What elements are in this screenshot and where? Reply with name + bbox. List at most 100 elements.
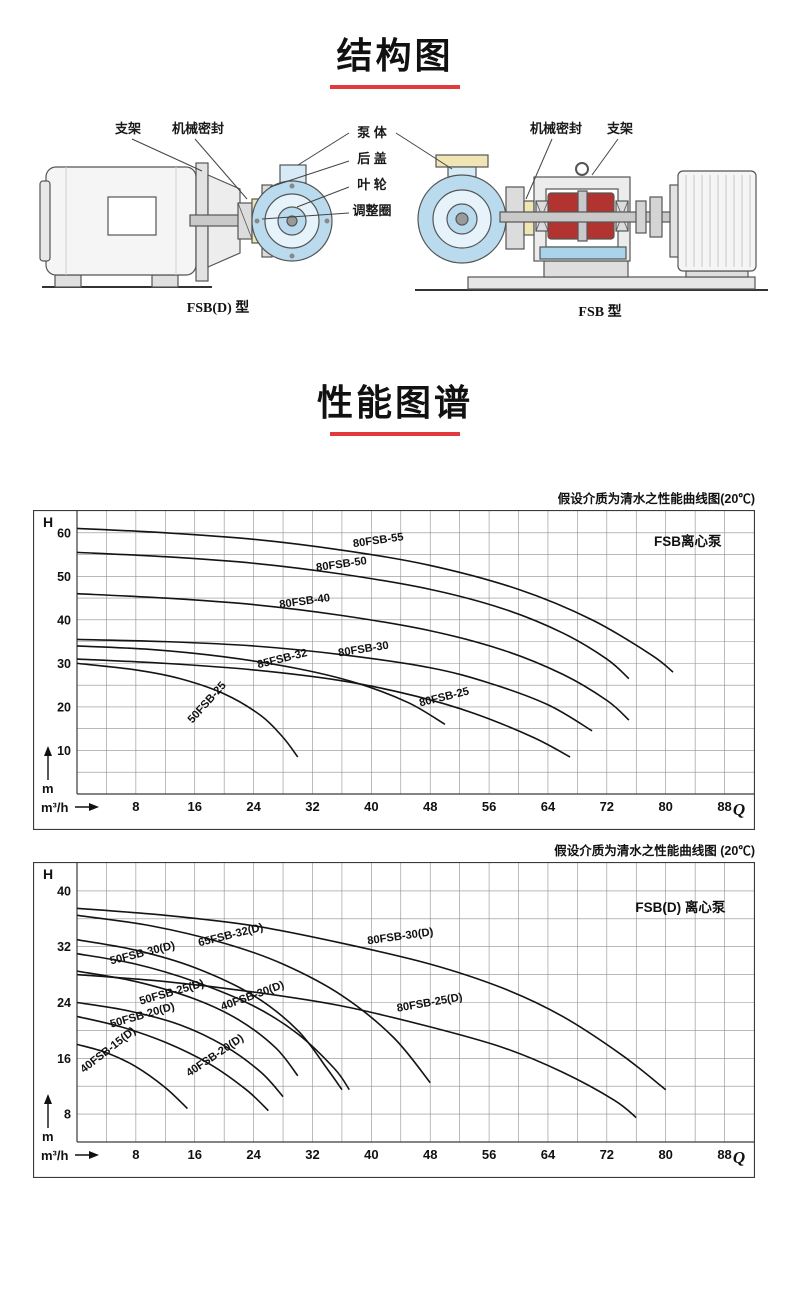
- x-tick-label: 72: [600, 799, 614, 814]
- pump-structure-diagram-area: 支架 机械密封 泵 体 后 盖 叶 轮 调整圈 机械密封 支架 FSB(D) 型…: [0, 109, 790, 347]
- flow-symbol: Q: [733, 800, 745, 819]
- x-tick-label: 64: [541, 799, 556, 814]
- curve-label-80FSB-30: 80FSB-30: [337, 640, 389, 660]
- pump-curve-80FSB-55: [76, 527, 674, 674]
- curve-label-40FSB-30(D): 40FSB-30(D): [219, 979, 286, 1013]
- pump-curve-80FSB-50: [76, 551, 630, 680]
- bracket-right-label: 支架: [606, 121, 633, 136]
- x-tick-label: 56: [482, 799, 496, 814]
- fsbd-performance-curves-chart: 8 16 24 32 40 8 16 24 32 40 48 56 64 72 80 88 Hm m³/h Q FSB…: [33, 862, 755, 1179]
- chart-title-fsbd: 假设介质为清水之性能曲线图 (20℃): [554, 844, 755, 859]
- performance-section-title: 性能图谱: [316, 382, 473, 424]
- x-tick-label: 48: [423, 1147, 437, 1162]
- pump-curve-40FSB-20(D): [76, 1016, 269, 1112]
- x-tick-label: 16: [188, 1147, 202, 1162]
- red-underline-decoration: [330, 85, 460, 90]
- y-axis-unit: m: [42, 1129, 54, 1144]
- fsbd-caption: FSB(D) 型: [187, 299, 250, 316]
- x-axis-unit: m³/h: [41, 800, 69, 815]
- x-axis-arrowhead: [89, 1151, 99, 1160]
- curve-label-85FSB-32: 85FSB-32: [256, 648, 308, 672]
- red-underline-decoration: [330, 432, 460, 437]
- pump-curve-80FSB-25: [76, 658, 571, 759]
- chart-legend: FSB(D) 离心泵: [635, 899, 725, 915]
- x-tick-label: 88: [717, 1147, 731, 1162]
- y-tick-label: 32: [57, 941, 71, 955]
- pump-curve-80FSB-30: [76, 639, 593, 732]
- y-tick-label: 8: [64, 1108, 71, 1122]
- y-axis-arrowhead: [44, 746, 52, 757]
- curve-label-40FSB-15(D): 40FSB-15(D): [78, 1025, 138, 1076]
- x-tick-label: 56: [482, 1147, 496, 1162]
- chart-frame: [33, 862, 755, 1179]
- x-tick-label: 16: [188, 799, 202, 814]
- x-tick-label: 24: [246, 1147, 261, 1162]
- y-tick-label: 30: [57, 657, 71, 671]
- pump-curve-40FSB-30(D): [76, 953, 350, 1091]
- y-tick-label: 20: [57, 701, 71, 715]
- leader-lines: [131, 132, 619, 220]
- x-tick-label: 8: [132, 1147, 139, 1162]
- x-axis-unit: m³/h: [41, 1148, 69, 1163]
- curve-label-80FSB-40: 80FSB-40: [279, 593, 331, 612]
- impeller-label: 叶 轮: [357, 177, 387, 192]
- y-axis-arrowhead: [44, 1094, 52, 1105]
- seal-left-label: 机械密封: [172, 121, 224, 136]
- chart-frame: [33, 510, 755, 831]
- curve-label-80FSB-50: 80FSB-50: [315, 556, 367, 575]
- x-tick-label: 80: [658, 799, 672, 814]
- pump-curve-40FSB-15(D): [76, 1043, 188, 1110]
- y-axis-title: H: [43, 514, 53, 530]
- rear-cover-label: 后 盖: [357, 151, 387, 166]
- y-axis-title: H: [43, 866, 53, 882]
- pump-curve-80FSB-30(D): [76, 907, 667, 1091]
- pump-curve-65FSB-32(D): [76, 914, 431, 1084]
- y-tick-label: 10: [57, 744, 71, 758]
- seal-right-label: 机械密封: [530, 121, 582, 136]
- chart-title-fsb: 假设介质为清水之性能曲线图(20℃): [557, 492, 755, 507]
- x-tick-label: 8: [132, 799, 139, 814]
- x-tick-label: 40: [364, 1147, 378, 1162]
- adjust-ring-label: 调整圈: [352, 203, 391, 218]
- pump-curve-50FSB-25: [76, 662, 299, 758]
- pump-curve-50FSB-25(D): [76, 970, 299, 1077]
- y-tick-label: 24: [57, 996, 71, 1010]
- y-tick-label: 40: [57, 885, 71, 899]
- curve-label-80FSB-55: 80FSB-55: [352, 532, 404, 551]
- x-tick-label: 24: [246, 799, 261, 814]
- performance-chart-fsbd: 假设介质为清水之性能曲线图 (20℃) 8 16 24 32 40 8 16 24 32 40 48…: [33, 840, 757, 1179]
- bracket-left-label: 支架: [114, 121, 141, 136]
- fsb-pump-drawing: [415, 154, 768, 292]
- x-tick-label: 80: [658, 1147, 672, 1162]
- pump-curve-85FSB-32: [76, 645, 446, 726]
- part-labels: 支架 机械密封 泵 体 后 盖 叶 轮 调整圈 机械密封 支架: [114, 121, 633, 218]
- pump-structure-diagram: 支架 机械密封 泵 体 后 盖 叶 轮 调整圈 机械密封 支架 FSB(D) 型…: [39, 121, 768, 320]
- y-tick-label: 50: [57, 570, 71, 584]
- flow-symbol: Q: [733, 1148, 745, 1167]
- pump-curve-50FSB-30(D): [76, 939, 343, 1091]
- y-tick-label: 60: [57, 527, 71, 541]
- y-axis-unit: m: [42, 781, 54, 796]
- chart-legend: FSB离心泵: [654, 533, 722, 549]
- y-tick-label: 40: [57, 614, 71, 628]
- fsb-caption: FSB 型: [578, 303, 621, 320]
- x-tick-label: 32: [305, 1147, 319, 1162]
- x-tick-label: 40: [364, 799, 378, 814]
- curve-label-80FSB-25: 80FSB-25: [418, 686, 470, 710]
- fsb-performance-curves-chart: 10 20 30 40 50 60 8 16 24 32 40 48 56 64 72 80 88 Hm m³/h Q…: [33, 510, 755, 831]
- pump-curve-80FSB-40: [76, 593, 630, 721]
- y-tick-label: 16: [57, 1052, 71, 1066]
- structure-section-title: 结构图: [336, 35, 454, 76]
- curve-label-80FSB-25(D): 80FSB-25(D): [396, 992, 464, 1015]
- x-tick-label: 72: [600, 1147, 614, 1162]
- x-tick-label: 64: [541, 1147, 556, 1162]
- pump-curve-50FSB-20(D): [76, 1002, 284, 1098]
- fsbd-pump-drawing: [39, 162, 333, 289]
- diagram-captions: FSB(D) 型 FSB 型: [187, 299, 622, 320]
- x-axis-arrowhead: [89, 803, 99, 812]
- curve-label-50FSB-30(D): 50FSB-30(D): [109, 940, 177, 968]
- x-tick-label: 48: [423, 799, 437, 814]
- pump-curve-80FSB-25(D): [76, 974, 637, 1119]
- x-tick-label: 88: [717, 799, 731, 814]
- x-tick-label: 32: [305, 799, 319, 814]
